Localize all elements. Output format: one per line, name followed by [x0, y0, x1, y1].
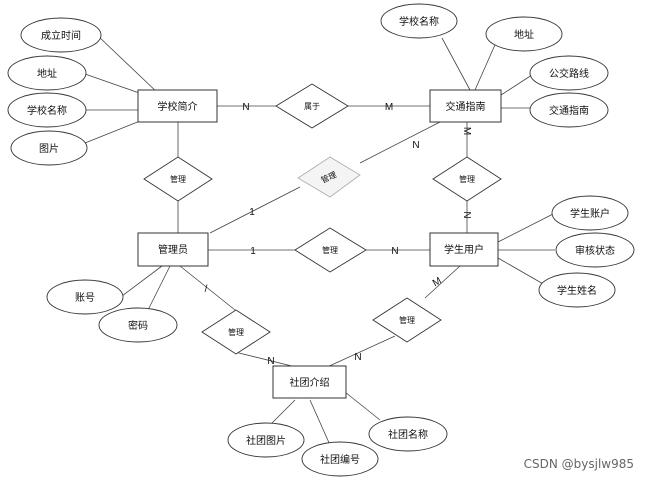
card-rel-student2: N: [391, 246, 398, 257]
attr-review-status: 审核状态: [575, 244, 615, 257]
attr-traffic-guide-ellipse: [529, 92, 609, 128]
rel-manage-school-label: 管理: [170, 174, 186, 184]
card-traffic-rel: M: [461, 127, 472, 135]
attr-student-account-ellipse: [551, 195, 629, 231]
attr-school-name-ellipse: [7, 92, 87, 128]
attr-address: 地址: [37, 67, 57, 80]
watermark: CSDN @bysjlw985: [524, 457, 634, 471]
attr-established: 成立时间: [41, 29, 81, 42]
entity-student-user: 学生用户: [429, 232, 499, 267]
attr-traffic-school-name-ellipse: [380, 3, 458, 39]
entity-club-intro-label: 社团介绍: [290, 376, 330, 389]
rel-manage-student: 管理: [294, 227, 367, 273]
attr-student-name-ellipse: [538, 272, 616, 308]
rel-manage-club-student: 管理: [372, 297, 442, 343]
attr-bus-route: 公交路线: [549, 67, 589, 80]
attr-picture-ellipse: [10, 130, 88, 166]
attr-picture: 图片: [39, 142, 59, 155]
connector-lines: [79, 35, 556, 446]
attr-review-status-ellipse: [555, 232, 635, 268]
card-school-belongs: N: [242, 102, 249, 113]
rel-manage-traffic-label: 管理: [459, 174, 475, 184]
attr-student-account: 学生账户: [570, 207, 610, 220]
attr-traffic-school-name: 学校名称: [399, 15, 439, 28]
rel-belongs-label: 属于: [304, 102, 320, 111]
entity-traffic-guide-label: 交通指南: [446, 100, 486, 113]
attr-club-picture-ellipse: [227, 422, 305, 458]
attr-school-name: 学校名称: [27, 104, 67, 117]
card-club-a: N: [267, 356, 274, 367]
rel-manage-traffic: 管理: [432, 156, 502, 202]
attr-traffic-guide: 交通指南: [549, 104, 589, 117]
rel-manage-club-admin-label: 管理: [228, 327, 244, 337]
attr-bus-route-ellipse: [529, 55, 609, 91]
rel-manage-club-student-label: 管理: [399, 315, 415, 325]
entity-school-intro-label: 学校简介: [158, 100, 198, 113]
attr-address-ellipse: [7, 55, 87, 91]
attr-club-number-ellipse: [301, 441, 379, 477]
rel-belongs: 属于: [275, 83, 349, 129]
attr-password: 密码: [128, 319, 148, 332]
attr-password-ellipse: [98, 307, 178, 343]
card-admin-rel: 1: [250, 246, 256, 257]
rel-manage-school: 管理: [143, 156, 213, 202]
attr-traffic-address: 地址: [514, 28, 534, 41]
entity-admin: 管理员: [137, 232, 209, 267]
entity-club-intro: 社团介绍: [272, 365, 347, 399]
entity-traffic-guide: 交通指南: [429, 89, 502, 123]
attr-club-number: 社团编号: [320, 453, 360, 466]
card-student-club: M: [431, 276, 444, 290]
card-rel-student: N: [461, 211, 472, 218]
attr-established-ellipse: [20, 17, 102, 53]
attr-traffic-address-ellipse: [485, 16, 563, 52]
entity-student-user-label: 学生用户: [444, 243, 484, 256]
attr-club-picture: 社团图片: [246, 434, 286, 447]
rel-manage-club-admin: 管理: [201, 309, 271, 355]
card-faded-traffic: N: [412, 140, 419, 151]
card-club-b: N: [354, 352, 361, 363]
entity-school-intro: 学校简介: [137, 89, 218, 123]
card-admin-club-a: /: [205, 284, 208, 295]
attr-account-ellipse: [46, 279, 124, 315]
attr-account: 账号: [75, 292, 95, 304]
attr-student-name: 学生姓名: [557, 284, 597, 297]
card-belongs-traffic: M: [385, 102, 393, 113]
rel-manage-student-label: 管理: [322, 245, 338, 255]
attr-club-name: 社团名称: [388, 428, 428, 441]
rel-manage-traffic-faded: 管理: [297, 156, 361, 198]
attr-club-name-ellipse: [368, 416, 448, 452]
card-admin-faded: 1: [249, 207, 255, 218]
entity-admin-label: 管理员: [158, 243, 188, 256]
